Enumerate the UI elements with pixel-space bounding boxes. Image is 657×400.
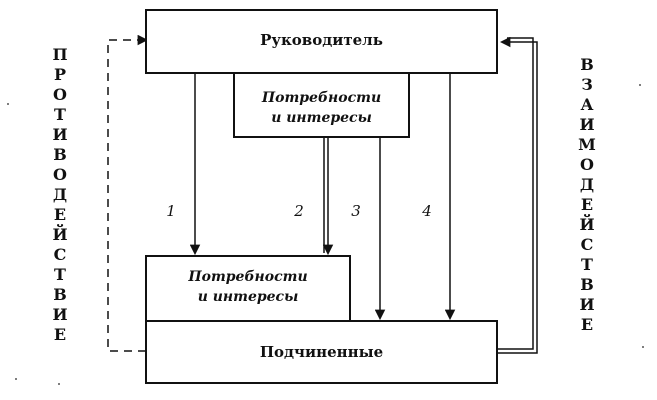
vertical-letter: В	[580, 275, 594, 294]
manager-label: Руководитель	[260, 31, 383, 49]
vertical-letter: С	[53, 245, 67, 264]
vertical-letter: О	[53, 85, 67, 104]
manager-needs-line-2: и интересы	[271, 110, 372, 126]
vertical-letter: В	[53, 145, 67, 164]
vertical-letter: Е	[580, 195, 594, 214]
vertical-letter: Т	[581, 255, 593, 274]
arrow-2	[322, 138, 334, 256]
vertical-letter: Е	[580, 315, 594, 334]
vertical-letter: Е	[53, 205, 67, 224]
vertical-letter: И	[52, 305, 68, 324]
arrow-number-1: 1	[166, 202, 176, 220]
manager-needs-box: Потребности и интересы	[233, 72, 410, 138]
vertical-letter: З	[581, 75, 593, 94]
subordinates-needs-line-2: и интересы	[197, 289, 299, 305]
vertical-letter: О	[53, 165, 67, 184]
scan-speck	[15, 378, 17, 380]
vertical-letter: И	[52, 125, 68, 144]
scan-speck	[58, 383, 60, 385]
scan-speck	[642, 346, 644, 348]
vertical-letter: Й	[52, 225, 68, 244]
subordinates-label: Подчиненные	[259, 343, 384, 361]
vertical-letter: Д	[579, 175, 595, 194]
vertical-letter: В	[580, 55, 594, 74]
vertical-letter: И	[579, 115, 595, 134]
arrow-number-3: 3	[351, 202, 361, 220]
vertical-letter: Р	[53, 65, 67, 84]
vertical-letter: Е	[53, 325, 67, 344]
vertical-letter: П	[52, 45, 68, 64]
counteraction-feedback-line	[107, 34, 149, 352]
manager-box: Руководитель	[145, 9, 498, 74]
vertical-letter: Т	[54, 105, 66, 124]
vertical-letter: Й	[579, 215, 595, 234]
vertical-letter: Д	[52, 185, 68, 204]
subordinates-box: Подчиненные	[145, 320, 498, 384]
arrow-number-2: 2	[294, 202, 304, 220]
vertical-letter: И	[579, 295, 595, 314]
arrow-number-4: 4	[422, 202, 432, 220]
vertical-letter: С	[580, 235, 594, 254]
interaction-feedback-line	[497, 36, 538, 354]
scan-speck	[7, 103, 9, 105]
vertical-letter: О	[580, 155, 594, 174]
manager-needs-line-1: Потребности	[261, 90, 382, 106]
vertical-letter: В	[53, 285, 67, 304]
scan-speck	[639, 84, 641, 86]
vertical-letter: А	[580, 95, 594, 114]
subordinates-needs-box: Потребности и интересы	[145, 255, 351, 322]
vertical-letter: Т	[54, 265, 66, 284]
subordinates-needs-line-1: Потребности	[188, 269, 308, 285]
vertical-letter: М	[578, 135, 596, 154]
